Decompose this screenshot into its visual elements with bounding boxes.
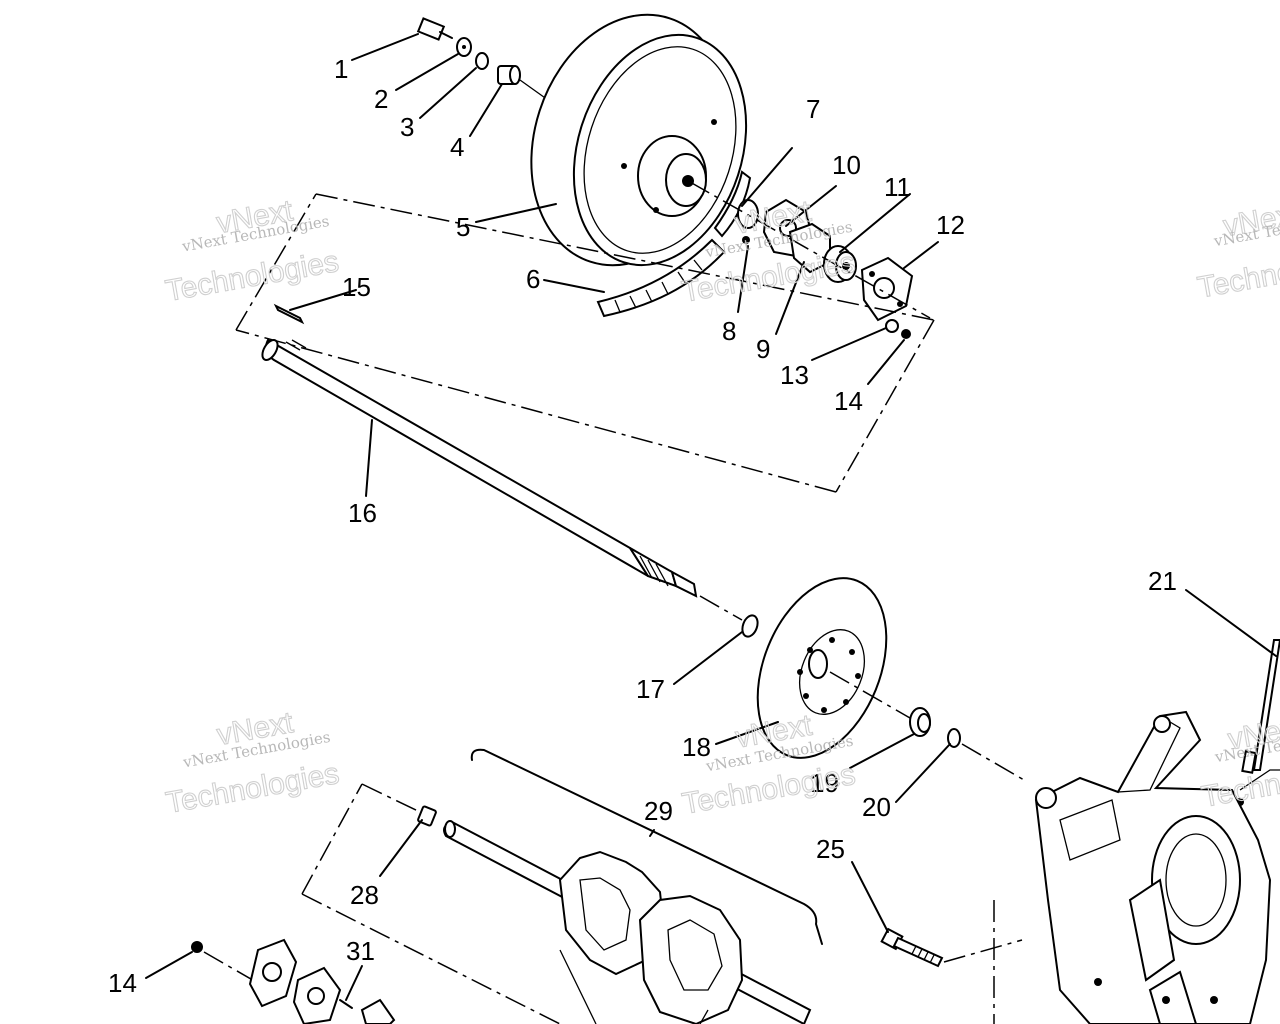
watermark-upper-right: vNext Technologies vNext Technologies [1195, 197, 1280, 305]
callout-29: 29 [644, 796, 673, 826]
callout-labels: 1 2 3 4 5 6 7 8 9 10 11 12 13 14 15 16 1… [108, 54, 1177, 998]
callout-4: 4 [450, 132, 464, 162]
callout-21: 21 [1148, 566, 1177, 596]
rod-part-21 [1236, 639, 1280, 806]
flange-lower-left [248, 938, 396, 1024]
callout-11: 11 [884, 172, 911, 202]
callout-16: 16 [348, 498, 377, 528]
bracket-29 [470, 748, 823, 945]
callout-7: 7 [806, 94, 820, 124]
watermark-lower-left: vNext Technologies vNext Technologies [163, 706, 342, 821]
wheel-part-5 [530, 13, 748, 267]
callout-12: 12 [936, 210, 965, 240]
drive-sprocket-assembly [416, 13, 931, 339]
flange-part-12 [860, 256, 914, 322]
callout-5: 5 [456, 212, 470, 242]
callout-14: 14 [834, 386, 863, 416]
key-part-15 [273, 303, 305, 325]
callout-14-lower: 14 [108, 968, 137, 998]
nut-part-13 [885, 319, 899, 333]
leader-lines [145, 33, 1277, 1001]
nut-part-14-lower [191, 941, 203, 953]
callout-25: 25 [816, 834, 845, 864]
pin-part-31 [339, 999, 353, 1009]
callout-9: 9 [756, 334, 770, 364]
nut-part-14 [901, 329, 911, 339]
callout-2: 2 [374, 84, 388, 114]
bolt-part-25 [880, 927, 944, 968]
callout-13: 13 [780, 360, 809, 390]
bearing-part-11 [823, 245, 857, 283]
callout-1: 1 [334, 54, 348, 84]
callout-20: 20 [862, 792, 891, 822]
brake-disc-part-18 [756, 577, 888, 759]
drive-shaft-part-29 [443, 820, 812, 1024]
callout-15: 15 [342, 272, 371, 302]
callout-6: 6 [526, 264, 540, 294]
bolt-part-1 [416, 17, 453, 41]
watermark-lower-right: vNext Technologies vNext Technologies [1199, 710, 1280, 814]
snap-ring-part-17 [741, 614, 759, 638]
chaincase-housing [1034, 710, 1280, 1024]
callout-19: 19 [810, 768, 839, 798]
spacer-part-4 [497, 65, 521, 85]
callout-31: 31 [346, 936, 375, 966]
o-ring-part-20 [947, 728, 961, 748]
washer-part-3 [475, 52, 489, 70]
callout-3: 3 [400, 112, 414, 142]
shaft-part-16 [261, 338, 698, 598]
callout-8: 8 [722, 316, 736, 346]
callout-28: 28 [350, 880, 379, 910]
pin-part-8 [742, 236, 750, 244]
callout-18: 18 [682, 732, 711, 762]
chain-part-6 [596, 170, 752, 318]
watermark-upper-left: vNext Technologies vNext Technologies [163, 194, 342, 309]
callout-17: 17 [636, 674, 665, 704]
callout-10: 10 [832, 150, 861, 180]
svg-text:Technologies: Technologies [1195, 242, 1280, 305]
bearing-part-19 [909, 707, 931, 737]
